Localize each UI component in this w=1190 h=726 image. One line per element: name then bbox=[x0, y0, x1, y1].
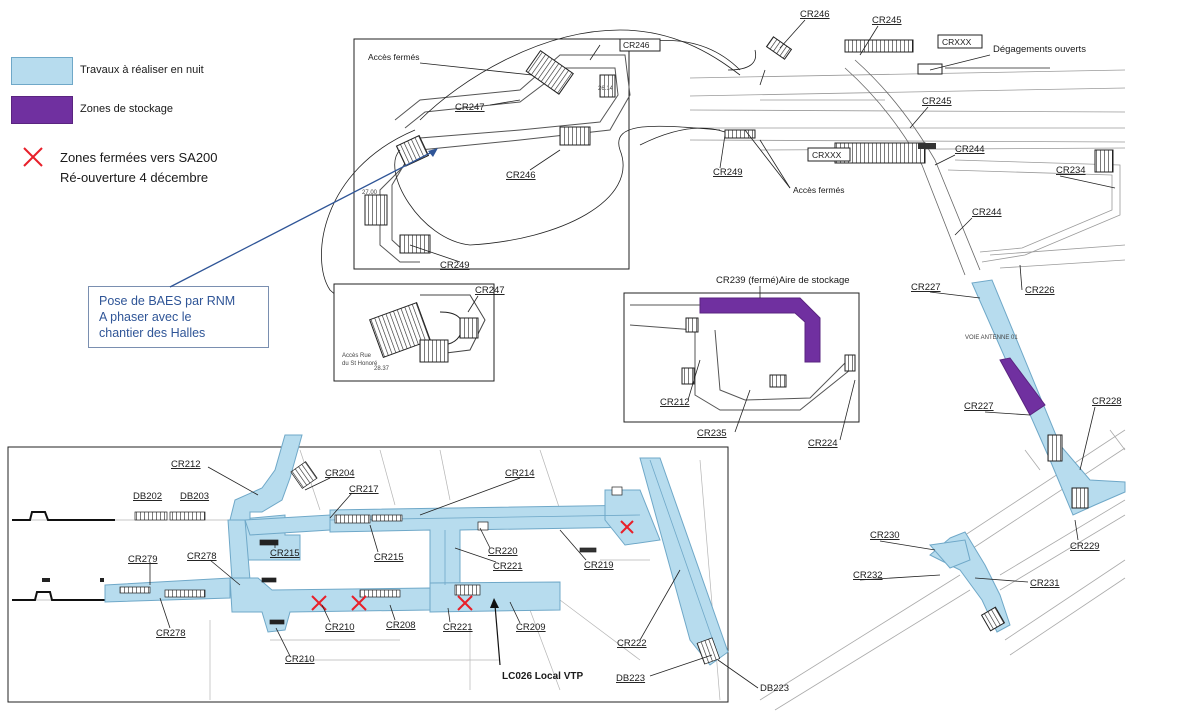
label-inset1-cr246: CR246 bbox=[506, 170, 536, 181]
label-cr215-b: CR215 bbox=[374, 552, 404, 563]
legend-label-storage: Zones de stockage bbox=[80, 103, 173, 115]
label-voie: VOIE ANTENNE 01 bbox=[965, 335, 1018, 341]
storage-zone-corridor bbox=[999, 357, 1046, 416]
label-cr217: CR217 bbox=[349, 484, 379, 495]
night-works-corridor-right bbox=[929, 279, 1126, 633]
label-cr221-b: CR221 bbox=[443, 622, 473, 633]
legend-swatch-storage bbox=[11, 96, 73, 124]
label-cr249-right: CR249 bbox=[713, 167, 743, 178]
label-cr244-a: CR244 bbox=[955, 144, 985, 155]
label-cr231: CR231 bbox=[1030, 578, 1060, 589]
label-cr279: CR279 bbox=[128, 554, 158, 565]
label-db223-b: DB223 bbox=[760, 683, 789, 694]
label-crxxx-top: CRXXX bbox=[942, 37, 972, 47]
label-db223-a: DB223 bbox=[616, 673, 645, 684]
inset-1: 27.00 26.14 CR246 Accès fermés CR247 CR2… bbox=[353, 38, 661, 271]
label-inset1-cr247: CR247 bbox=[455, 102, 485, 113]
callout-line-3: chantier des Halles bbox=[99, 326, 206, 340]
callout-line-1: Pose de BAES par RNM bbox=[99, 294, 236, 308]
legend-swatch-night-works bbox=[11, 57, 73, 85]
label-cr234: CR234 bbox=[1056, 165, 1086, 176]
label-cr230: CR230 bbox=[870, 530, 900, 541]
label-db202: DB202 bbox=[133, 491, 162, 502]
label-cr246-top: CR246 bbox=[800, 9, 830, 20]
label-cr204: CR204 bbox=[325, 468, 355, 479]
label-acces-fermes-right: Accès fermés bbox=[793, 185, 845, 195]
label-cr220: CR220 bbox=[488, 546, 518, 557]
label-inset1-cr249: CR249 bbox=[440, 260, 470, 271]
escalators-top bbox=[724, 36, 1114, 632]
legend-label-closed-2: Ré-ouverture 4 décembre bbox=[60, 170, 209, 185]
inset-2: Accès Rue du St Honoré 28.37 CR247 bbox=[333, 283, 505, 382]
svg-text:28.37: 28.37 bbox=[374, 366, 390, 372]
label-cr232: CR232 bbox=[853, 570, 883, 581]
label-cr228: CR228 bbox=[1092, 396, 1122, 407]
label-cr245-top: CR245 bbox=[872, 15, 902, 26]
crxxx-box-mid bbox=[807, 147, 851, 162]
label-inset3-title: CR239 (fermé)Aire de stockage bbox=[716, 275, 850, 286]
closed-zone-cross-icon bbox=[23, 147, 43, 167]
label-cr227-b: CR227 bbox=[964, 401, 994, 412]
baes-callout: Pose de BAES par RNM A phaser avec le ch… bbox=[88, 286, 269, 348]
label-cr226: CR226 bbox=[1025, 285, 1055, 296]
crxxx-box-top bbox=[937, 34, 983, 49]
label-cr215-a: CR215 bbox=[270, 548, 300, 559]
legend-label-closed-1: Zones fermées vers SA200 bbox=[60, 150, 218, 165]
label-cr227-a: CR227 bbox=[911, 282, 941, 293]
label-cr221-a: CR221 bbox=[493, 561, 523, 572]
label-cr208: CR208 bbox=[386, 620, 416, 631]
label-inset3-cr235: CR235 bbox=[697, 428, 727, 439]
label-crxxx-mid: CRXXX bbox=[812, 150, 842, 160]
label-cr219: CR219 bbox=[584, 560, 614, 571]
label-inset1-box: CR246 bbox=[623, 40, 650, 50]
svg-text:26.14: 26.14 bbox=[598, 86, 614, 92]
label-cr244-b: CR244 bbox=[972, 207, 1002, 218]
label-inset3-cr212: CR212 bbox=[660, 397, 690, 408]
label-cr210-b: CR210 bbox=[285, 654, 315, 665]
label-cr212: CR212 bbox=[171, 459, 201, 470]
label-degagements: Dégagements ouverts bbox=[993, 44, 1086, 55]
label-db203: DB203 bbox=[180, 491, 209, 502]
legend-label-night-works: Travaux à réaliser en nuit bbox=[80, 64, 204, 76]
storage-zone-cr239 bbox=[699, 297, 821, 363]
label-inset1-acces: Accès fermés bbox=[368, 52, 420, 62]
inset-3: CR239 (fermé)Aire de stockage CR212 CR23… bbox=[623, 275, 860, 449]
label-cr278-b: CR278 bbox=[156, 628, 186, 639]
label-inset2-cr247: CR247 bbox=[475, 285, 505, 296]
label-cr222: CR222 bbox=[617, 638, 647, 649]
svg-text:27.00: 27.00 bbox=[362, 190, 378, 196]
label-cr214: CR214 bbox=[505, 468, 535, 479]
svg-text:du St Honoré: du St Honoré bbox=[342, 361, 378, 367]
closed-zone-crosses bbox=[311, 520, 634, 611]
callout-line-2: A phaser avec le bbox=[99, 310, 192, 324]
lower-right-rails bbox=[759, 429, 1126, 711]
label-cr210-a: CR210 bbox=[325, 622, 355, 633]
label-cr245-mid: CR245 bbox=[922, 96, 952, 107]
label-lc026: LC026 Local VTP bbox=[502, 671, 583, 682]
callout-arrow-head bbox=[428, 148, 438, 157]
svg-text:Accès Rue: Accès Rue bbox=[342, 353, 372, 359]
label-cr278-a: CR278 bbox=[187, 551, 217, 562]
label-cr229: CR229 bbox=[1070, 541, 1100, 552]
lower-plan: CR212 DB202 DB203 CR204 CR217 CR214 CR21… bbox=[7, 434, 789, 703]
label-cr209: CR209 bbox=[516, 622, 546, 633]
callout-arrow bbox=[169, 151, 433, 288]
label-inset3-cr224: CR224 bbox=[808, 438, 838, 449]
